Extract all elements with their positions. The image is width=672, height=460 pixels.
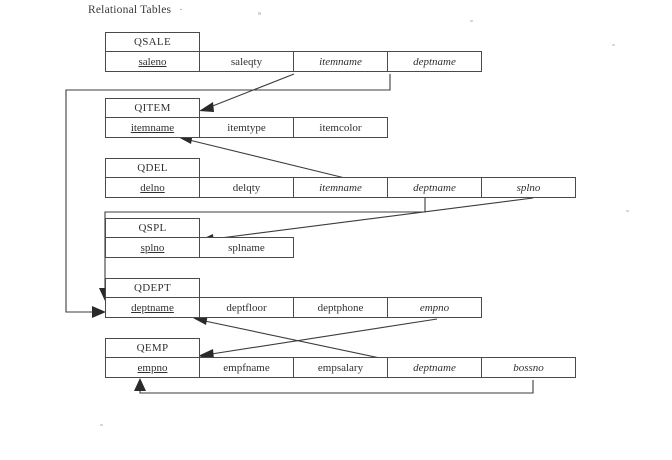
attribute-label: splno xyxy=(516,181,541,194)
attribute-cell-saleno: saleno xyxy=(105,51,200,72)
attribute-cell-deptphone: deptphone xyxy=(293,297,388,318)
attribute-label: deptfloor xyxy=(226,301,267,314)
table-header-qitem: QITEM xyxy=(105,98,200,118)
attribute-label: splno xyxy=(140,241,165,254)
table-header-qsale: QSALE xyxy=(105,32,200,52)
attribute-cell-delno: delno xyxy=(105,177,200,198)
attribute-cell-deptname: deptname xyxy=(387,177,482,198)
attribute-row: saleno saleqty itemname deptname xyxy=(105,51,482,72)
attribute-cell-splno: splno xyxy=(481,177,576,198)
attribute-cell-deptname: deptname xyxy=(387,357,482,378)
page-speck xyxy=(100,424,103,426)
attribute-row: empno empfname empsalary deptname bossno xyxy=(105,357,576,378)
attribute-label: saleqty xyxy=(230,55,263,68)
attribute-label: deptname xyxy=(413,361,456,374)
attribute-label: delqty xyxy=(232,181,261,194)
attribute-row: deptname deptfloor deptphone empno xyxy=(105,297,482,318)
table-header-qemp: QEMP xyxy=(105,338,200,358)
attribute-label: deptname xyxy=(413,181,456,194)
table-header-qspl: QSPL xyxy=(105,218,200,238)
table-name-label: QDEPT xyxy=(134,282,171,294)
attribute-cell-deptname: deptname xyxy=(387,51,482,72)
page-speck xyxy=(258,12,261,15)
table-name-label: QEMP xyxy=(136,342,169,354)
attribute-row: itemname itemtype itemcolor xyxy=(105,117,388,138)
table-qitem: QITEM itemname itemtype itemcolor xyxy=(105,98,388,138)
attribute-cell-itemtype: itemtype xyxy=(199,117,294,138)
page-speck xyxy=(470,20,473,22)
attribute-cell-empno: empno xyxy=(105,357,200,378)
table-name-label: QITEM xyxy=(134,102,171,114)
attribute-cell-itemname: itemname xyxy=(293,177,388,198)
attribute-cell-itemname: itemname xyxy=(105,117,200,138)
attribute-label: splname xyxy=(228,241,265,254)
table-qspl: QSPL splno splname xyxy=(105,218,294,258)
attribute-cell-saleqty: saleqty xyxy=(199,51,294,72)
attribute-label: deptphone xyxy=(317,301,364,314)
table-name-label: QSPL xyxy=(138,222,167,234)
table-name-label: QSALE xyxy=(134,36,171,48)
table-qdel: QDEL delno delqty itemname deptname splno xyxy=(105,158,576,198)
page-title-text: Relational Tables xyxy=(88,4,172,16)
attribute-cell-empno: empno xyxy=(387,297,482,318)
attribute-label: itemname xyxy=(130,121,175,134)
attribute-cell-splno: splno xyxy=(105,237,200,258)
attribute-cell-deptfloor: deptfloor xyxy=(199,297,294,318)
attribute-label: saleno xyxy=(138,55,167,68)
page-speck xyxy=(612,44,615,46)
attribute-label: empsalary xyxy=(317,361,364,374)
table-qdept: QDEPT deptname deptfloor deptphone empno xyxy=(105,278,482,318)
attribute-label: delno xyxy=(140,181,165,194)
attribute-cell-bossno: bossno xyxy=(481,357,576,378)
attribute-label: bossno xyxy=(513,361,544,374)
attribute-cell-delqty: delqty xyxy=(199,177,294,198)
attribute-label: deptname xyxy=(131,301,174,314)
attribute-label: deptname xyxy=(413,55,456,68)
table-header-qdel: QDEL xyxy=(105,158,200,178)
attribute-cell-itemname: itemname xyxy=(293,51,388,72)
attribute-label: itemtype xyxy=(227,121,266,134)
table-qsale: QSALE saleno saleqty itemname deptname xyxy=(105,32,482,72)
attribute-cell-empfname: empfname xyxy=(199,357,294,378)
title-trailing-mark: · xyxy=(179,4,183,16)
attribute-label: itemcolor xyxy=(319,121,362,134)
table-name-label: QDEL xyxy=(137,162,168,174)
page-speck xyxy=(626,210,629,212)
attribute-label: empno xyxy=(419,301,450,314)
attribute-cell-splname: splname xyxy=(199,237,294,258)
attribute-cell-deptname: deptname xyxy=(105,297,200,318)
attribute-cell-itemcolor: itemcolor xyxy=(293,117,388,138)
attribute-label: itemname xyxy=(319,55,362,68)
attribute-cell-empsalary: empsalary xyxy=(293,357,388,378)
attribute-row: splno splname xyxy=(105,237,294,258)
connector-qemp-bossno-to-qemp-empno xyxy=(134,378,534,394)
attribute-row: delno delqty itemname deptname splno xyxy=(105,177,576,198)
table-header-qdept: QDEPT xyxy=(105,278,200,298)
page-title: Relational Tables · xyxy=(88,4,183,16)
attribute-label: empno xyxy=(137,361,168,374)
attribute-label: itemname xyxy=(319,181,362,194)
attribute-label: empfname xyxy=(223,361,270,374)
table-qemp: QEMP empno empfname empsalary deptname bossno xyxy=(105,338,576,378)
